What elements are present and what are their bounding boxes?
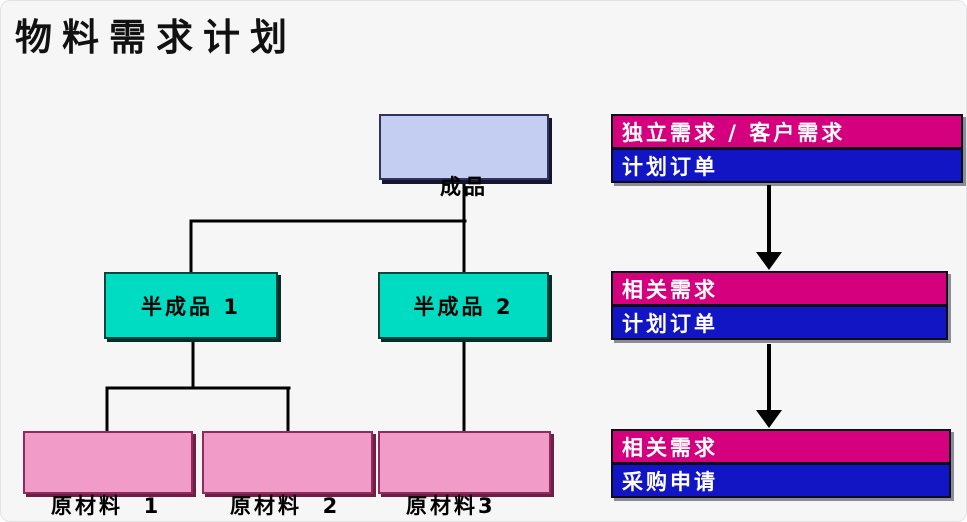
bom-node-label: 原材料 1	[51, 494, 162, 518]
bar-label: 相关需求	[622, 435, 718, 460]
bom-node-label: 成品	[440, 175, 488, 199]
mrp-flow-stage-3: 相关需求 采购申请	[611, 429, 951, 498]
bom-node-raw-material-1[interactable]: 原材料 1	[23, 431, 193, 518]
bom-node-label: 半成品 2	[413, 294, 514, 319]
bar-label: 计划订单	[622, 154, 718, 179]
arrow-down-icon	[756, 185, 782, 270]
bar-label: 相关需求	[622, 277, 718, 302]
bar-label: 采购申请	[622, 469, 718, 494]
planned-order-bar[interactable]: 计划订单	[611, 148, 963, 183]
page-title: 物料需求计划	[15, 15, 297, 59]
bom-node-raw-material-3[interactable]: 原材料3	[378, 431, 551, 518]
bar-label: 计划订单	[622, 311, 718, 336]
planned-order-bar[interactable]: 计划订单	[611, 305, 948, 340]
dependent-demand-bar[interactable]: 相关需求	[611, 429, 951, 463]
purchase-requisition-bar[interactable]: 采购申请	[611, 463, 951, 498]
bar-label: 独立需求 / 客户需求	[622, 120, 846, 145]
bom-node-raw-material-2[interactable]: 原材料 2	[202, 431, 373, 518]
dependent-demand-bar[interactable]: 相关需求	[611, 271, 948, 305]
independent-demand-bar[interactable]: 独立需求 / 客户需求	[611, 114, 963, 148]
bom-node-finished-product[interactable]: 成品	[379, 114, 549, 199]
bom-node-label: 原材料3	[406, 494, 496, 518]
mrp-flow-stage-1: 独立需求 / 客户需求 计划订单	[611, 114, 963, 183]
bom-node-label: 半成品 1	[141, 294, 241, 319]
bom-node-semi-finished-2[interactable]: 半成品 2	[378, 272, 549, 339]
mrp-flow-stage-2: 相关需求 计划订单	[611, 271, 948, 340]
arrow-down-icon	[756, 344, 782, 428]
bom-node-label: 原材料 2	[230, 494, 341, 518]
bom-node-semi-finished-1[interactable]: 半成品 1	[104, 272, 278, 339]
